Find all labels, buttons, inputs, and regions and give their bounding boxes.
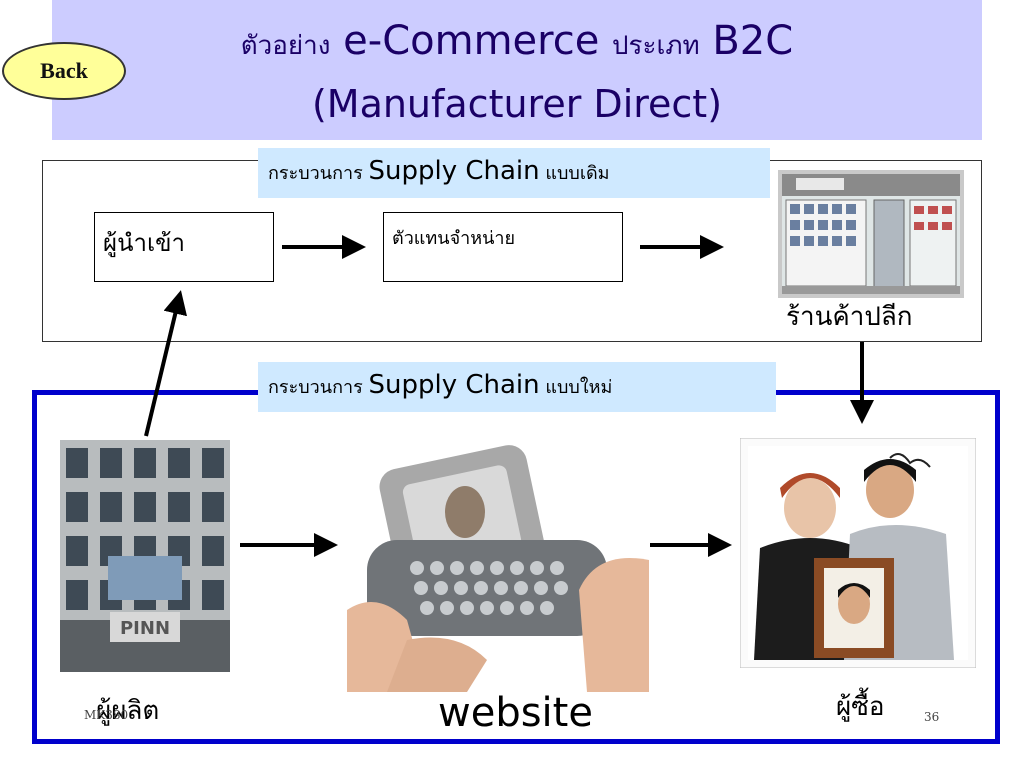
old-banner-suffix: แบบเดิม <box>545 163 610 184</box>
buyer-caption: ผู้ซื้อ <box>836 692 885 722</box>
buyer-photo <box>740 438 976 668</box>
retail-store-image <box>778 170 964 298</box>
retail-store-illustration <box>778 170 964 298</box>
producer-caption: ผู้ผลิต <box>96 696 160 726</box>
title-line-1: ตัวอย่าง e-Commerce ประเภท B2C <box>52 18 982 66</box>
building-sign: PINN <box>120 618 170 639</box>
building-illustration: PINN <box>60 440 230 672</box>
title-latin-a: e-Commerce <box>343 18 600 64</box>
retail-caption: ร้านค้าปลีก <box>786 302 913 332</box>
title-thai-b: ประเภท <box>612 31 700 61</box>
page-number: 36 <box>924 710 940 724</box>
new-banner-main: Supply Chain <box>368 370 540 400</box>
new-banner-suffix: แบบใหม่ <box>545 377 613 398</box>
course-code: MK380 <box>84 708 129 722</box>
producer-building-image: PINN <box>60 440 230 672</box>
agent-node: ตัวแทนจำหน่าย <box>383 212 623 282</box>
title-latin-b: B2C <box>712 18 794 64</box>
back-button[interactable]: Back <box>2 42 126 100</box>
device-image <box>347 440 649 692</box>
old-chain-banner: กระบวนการ Supply Chain แบบเดิม <box>258 148 770 198</box>
old-banner-main: Supply Chain <box>368 156 540 186</box>
new-banner-prefix: กระบวนการ <box>268 377 363 398</box>
importer-node: ผู้นำเข้า <box>94 212 274 282</box>
old-banner-prefix: กระบวนการ <box>268 163 363 184</box>
title-thai-a: ตัวอย่าง <box>240 31 331 61</box>
title-line-2: (Manufacturer Direct) <box>311 82 723 126</box>
new-chain-banner: กระบวนการ Supply Chain แบบใหม่ <box>258 362 776 412</box>
buyer-photo-illustration <box>740 438 976 668</box>
title-band: ตัวอย่าง e-Commerce ประเภท B2C (Manufact… <box>52 0 982 140</box>
website-caption: website <box>438 690 593 736</box>
handheld-device-illustration <box>347 440 649 692</box>
